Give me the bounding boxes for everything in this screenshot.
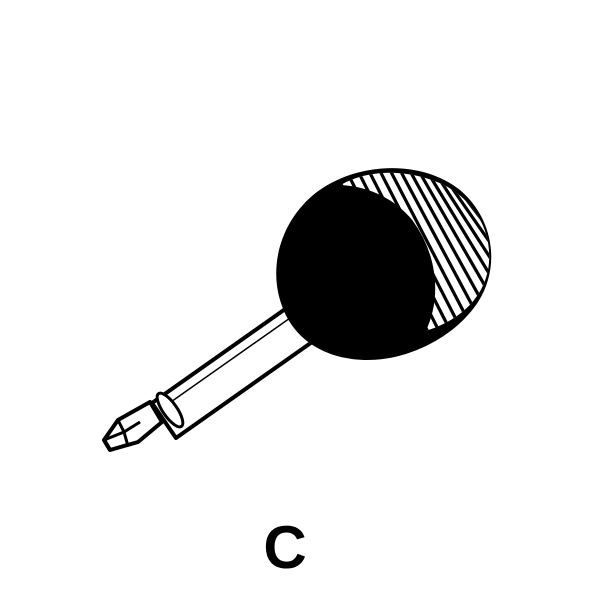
screwdriver-tip xyxy=(102,400,164,452)
figure-caption: C xyxy=(263,514,307,581)
shaft-collar xyxy=(155,391,185,429)
handle xyxy=(276,168,492,360)
